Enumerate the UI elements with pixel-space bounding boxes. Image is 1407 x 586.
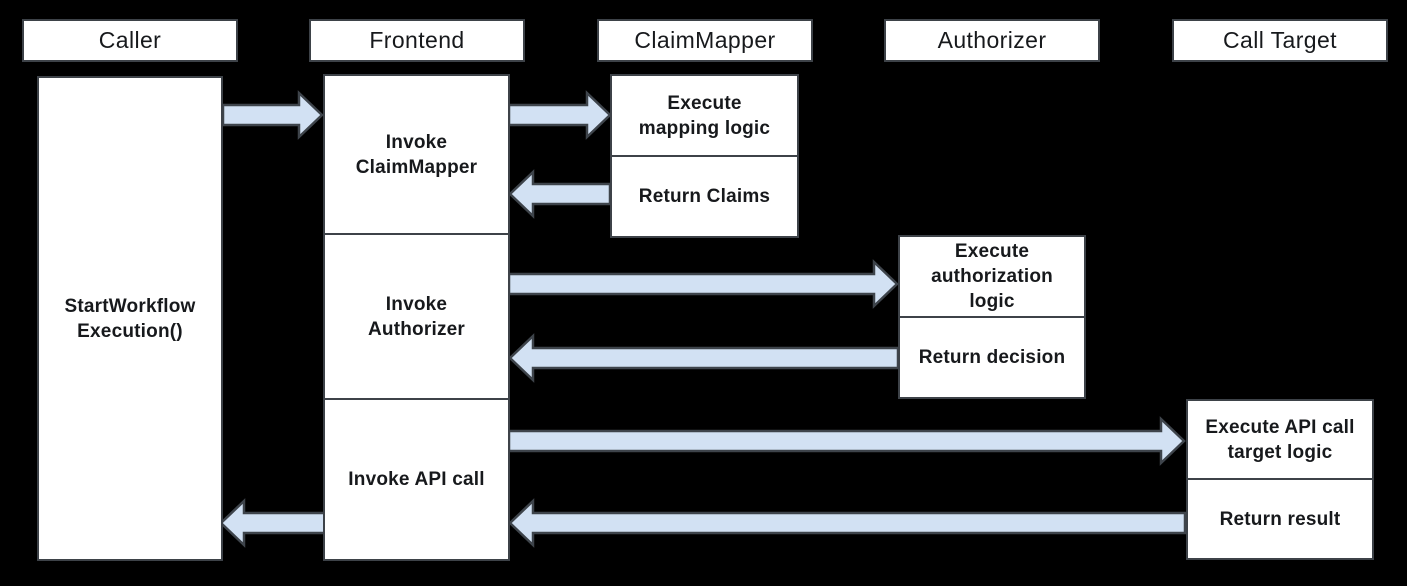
box-label: Execute authorization logic — [931, 241, 1053, 312]
box-invoke-claimmapper: Invoke ClaimMapper — [323, 74, 510, 235]
lane-header-authorizer: Authorizer — [884, 19, 1100, 62]
lane-header-calltarget: Call Target — [1172, 19, 1388, 62]
arrow-caller-to-frontend — [221, 90, 324, 140]
arrow-frontend-to-caller — [219, 498, 327, 548]
box-label: StartWorkflow Execution() — [64, 295, 196, 342]
arrow-calltarget-to-frontend — [508, 498, 1187, 548]
box-label: Invoke Authorizer — [368, 293, 465, 340]
box-label: Invoke ClaimMapper — [355, 131, 478, 178]
box-label: Execute mapping logic — [638, 92, 771, 139]
box-startworkflowexecution: StartWorkflow Execution() — [37, 76, 223, 561]
lane-header-claimmapper: ClaimMapper — [597, 19, 813, 62]
arrow-frontend-to-authorizer — [507, 259, 899, 309]
box-invoke-api-call: Invoke API call — [323, 398, 510, 561]
box-label: Execute API call target logic — [1205, 416, 1355, 463]
lane-header-caller: Caller — [22, 19, 238, 62]
arrow-frontend-to-calltarget — [507, 416, 1186, 466]
box-label: Return decision — [918, 347, 1066, 368]
box-execute-api-call-target-logic: Execute API call target logic — [1186, 399, 1374, 480]
box-invoke-authorizer: Invoke Authorizer — [323, 233, 510, 400]
lane-header-frontend: Frontend — [309, 19, 525, 62]
box-label: Invoke API call — [348, 469, 485, 490]
arrow-authorizer-to-frontend — [508, 333, 900, 383]
box-return-decision: Return decision — [898, 316, 1086, 399]
arrow-frontend-to-claimmapper — [507, 90, 612, 140]
box-return-claims: Return Claims — [610, 155, 799, 238]
box-execute-authorization-logic: Execute authorization logic — [898, 235, 1086, 318]
arrow-claimmapper-to-frontend — [508, 169, 612, 219]
box-label: Return Claims — [638, 186, 771, 207]
box-return-result: Return result — [1186, 478, 1374, 560]
box-label: Return result — [1219, 508, 1341, 530]
box-execute-mapping-logic: Execute mapping logic — [610, 74, 799, 157]
